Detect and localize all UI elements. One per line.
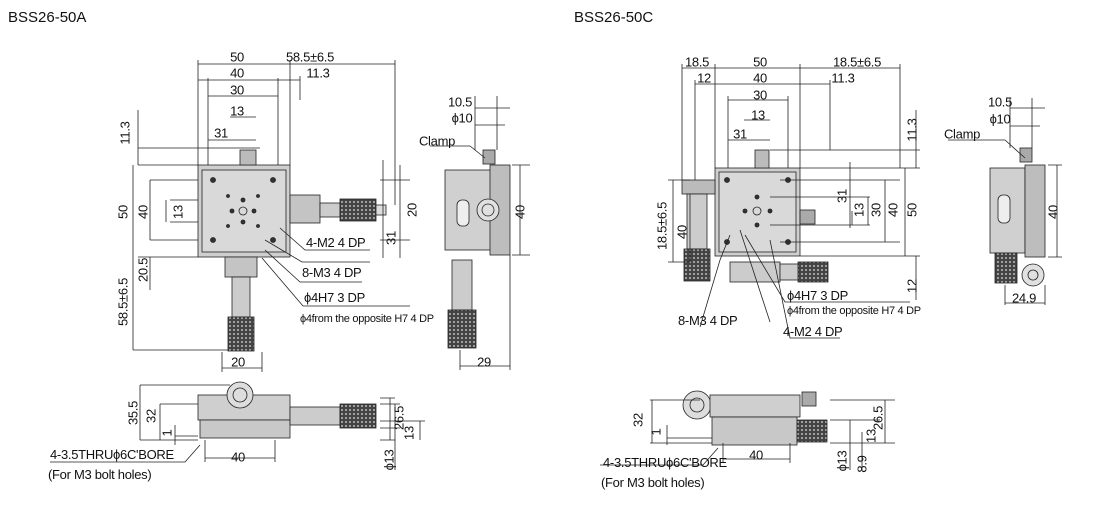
dimension-label: 31 bbox=[834, 189, 850, 203]
dimension-label: 40 bbox=[230, 65, 244, 81]
clamp-label: Clamp bbox=[418, 133, 456, 149]
dimension-label: 24.9 bbox=[1011, 290, 1037, 306]
dimension-label: 31 bbox=[383, 231, 399, 245]
left-front-view bbox=[50, 381, 425, 470]
dimension-label: 40 bbox=[885, 203, 901, 217]
dimension-label: 12 bbox=[904, 279, 920, 293]
dimension-label: 20 bbox=[404, 203, 420, 217]
dimension-label: 8.9 bbox=[854, 455, 870, 473]
dimension-label: 18.5 bbox=[684, 54, 710, 70]
dimension-label: 40 bbox=[674, 225, 690, 239]
callout-label: 4-3.5THRUϕ6C'BORE bbox=[50, 447, 174, 462]
dimension-label: 1 bbox=[648, 428, 664, 436]
left-top-view bbox=[132, 60, 410, 372]
dimension-label: 30 bbox=[753, 87, 767, 103]
right-front-view bbox=[600, 390, 895, 470]
dimension-label: 18.5±6.5 bbox=[654, 201, 670, 251]
callout-label: ϕ4H7 3 DP bbox=[304, 290, 365, 305]
dimension-label: 32 bbox=[143, 409, 159, 423]
dimension-label: 30 bbox=[868, 203, 884, 217]
callout-label: ϕ4from the opposite H7 4 DP bbox=[300, 313, 434, 325]
callout-label: 4-M2 4 DP bbox=[783, 324, 843, 339]
dimension-label: ϕ13 bbox=[381, 449, 397, 471]
dimension-label: 11.3 bbox=[831, 70, 855, 86]
dimension-label: 11.3 bbox=[117, 121, 133, 145]
right-top-view bbox=[668, 64, 920, 339]
dimension-label: 40 bbox=[749, 447, 763, 463]
callout-label: 8-M3 4 DP bbox=[678, 313, 738, 328]
right-model-title: BSS26-50C bbox=[574, 9, 654, 26]
dimension-label: 13 bbox=[751, 107, 765, 123]
dimension-label: 31 bbox=[733, 126, 747, 142]
dimension-label: 32 bbox=[630, 413, 646, 427]
callout-label: 8-M3 4 DP bbox=[302, 265, 362, 280]
dimension-label: 50 bbox=[753, 54, 767, 70]
dimension-label: 10.5 bbox=[447, 94, 473, 110]
dimension-label: 12 bbox=[697, 70, 711, 86]
callout-label: 4-3.5THRUϕ6C'BORE bbox=[603, 455, 727, 470]
dimension-label: 58.5±6.5 bbox=[115, 277, 131, 327]
dimension-label: 13 bbox=[863, 429, 879, 443]
dimension-label: 1 bbox=[159, 429, 175, 437]
dimension-label: 30 bbox=[230, 82, 244, 98]
dimension-label: ϕ10 bbox=[451, 110, 473, 126]
dimension-label: 13 bbox=[851, 203, 867, 217]
left-model-title: BSS26-50A bbox=[8, 9, 87, 26]
dimension-label: 50 bbox=[115, 205, 131, 219]
dimension-label: 50 bbox=[230, 49, 244, 65]
callout-label: 4-M2 4 DP bbox=[306, 235, 366, 250]
note-label: (For M3 bolt holes) bbox=[48, 467, 152, 482]
callout-label: ϕ4H7 3 DP bbox=[787, 288, 848, 303]
dimension-label: 40 bbox=[231, 449, 245, 465]
dimension-label: 50 bbox=[904, 203, 920, 217]
dimension-label: 26.5 bbox=[870, 405, 886, 431]
dimension-label: 40 bbox=[753, 70, 767, 86]
dimension-label: 29 bbox=[477, 354, 491, 370]
clamp-label: Clamp bbox=[943, 126, 981, 142]
dimension-label: 40 bbox=[135, 205, 151, 219]
dimension-label: 40 bbox=[512, 205, 528, 219]
dimension-label: 11.3 bbox=[904, 118, 920, 142]
callout-label: ϕ4from the opposite H7 4 DP bbox=[787, 305, 921, 317]
dimension-label: 20.5 bbox=[135, 257, 151, 283]
dimension-label: 58.5±6.5 bbox=[285, 49, 335, 65]
dimension-label: 35.5 bbox=[125, 400, 141, 426]
dimension-label: 13 bbox=[170, 205, 186, 219]
dimension-label: 18.5±6.5 bbox=[832, 54, 882, 70]
dimension-label: 10.5 bbox=[987, 94, 1013, 110]
dimension-label: 13 bbox=[230, 103, 244, 119]
dimension-label: 13 bbox=[401, 426, 417, 440]
dimension-label: ϕ13 bbox=[834, 450, 850, 472]
dimension-label: 31 bbox=[214, 125, 228, 141]
note-label: (For M3 bolt holes) bbox=[601, 475, 705, 490]
left-side-view bbox=[430, 96, 530, 370]
dimension-label: 40 bbox=[1045, 205, 1061, 219]
right-side-view bbox=[948, 98, 1062, 305]
dimension-label: 20 bbox=[231, 354, 245, 370]
dimension-label: 11.3 bbox=[306, 65, 330, 81]
dimension-label: ϕ10 bbox=[989, 111, 1011, 127]
